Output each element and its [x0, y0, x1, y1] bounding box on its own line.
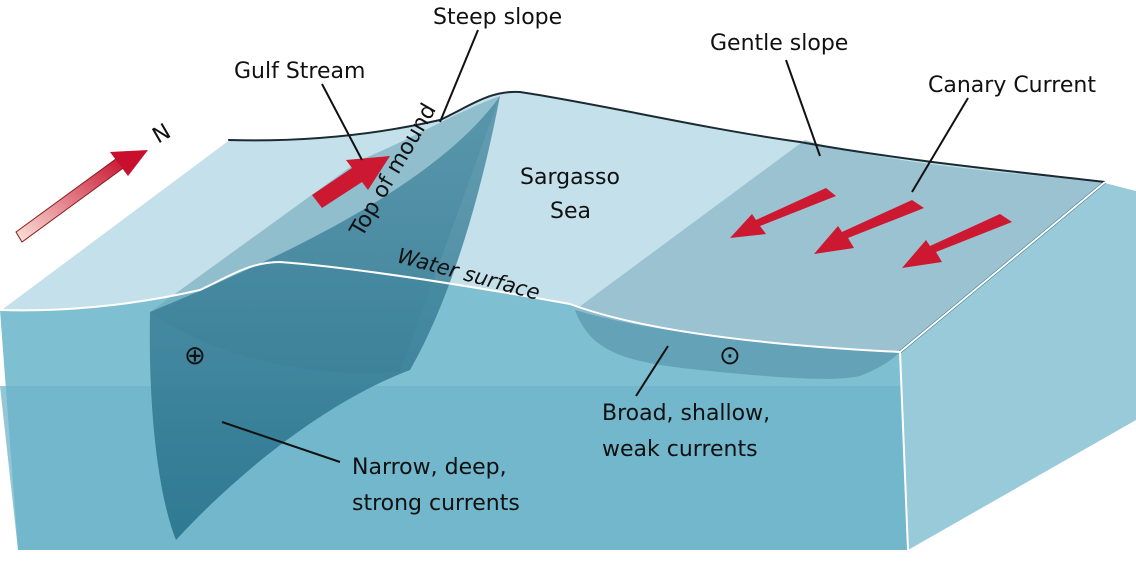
canary-arrow-3 — [902, 214, 1012, 268]
ocean-side-face — [900, 182, 1136, 550]
block-outline — [227, 90, 1106, 183]
north-label: N — [149, 119, 176, 149]
sargasso-label-line1: Sargasso — [520, 165, 620, 190]
out-of-page-symbol: ⊙ — [719, 341, 741, 371]
gulf-stream-arrow — [312, 156, 390, 208]
gentle-slope-leader — [785, 59, 821, 157]
narrow-currents-label-line1: Narrow, deep, — [352, 455, 507, 480]
steep-slope-label: Steep slope — [433, 5, 562, 30]
broad-currents-leader — [635, 345, 669, 397]
gulf-stream-label: Gulf Stream — [234, 59, 365, 84]
into-page-symbol: ⊕ — [184, 341, 206, 371]
narrow-currents-leader — [221, 421, 341, 463]
broad-currents-label-line1: Broad, shallow, — [602, 401, 770, 426]
block-edge-lines — [0, 139, 1136, 551]
gulf-stream-core — [149, 96, 500, 540]
canary-arrow-1 — [730, 188, 836, 238]
north-arrow-head — [110, 150, 148, 176]
water-surface-line — [0, 260, 901, 353]
sargasso-label-line2: Sea — [550, 199, 591, 224]
canary-current-arrows — [730, 188, 1012, 268]
gulf-stream-leader — [321, 83, 363, 161]
canary-current-cross-section — [575, 310, 900, 379]
broad-currents-label-line2: weak currents — [602, 437, 758, 462]
narrow-currents-label-line2: strong currents — [352, 491, 520, 516]
canary-current-leader — [911, 97, 969, 193]
canary-arrow-2 — [814, 200, 924, 254]
canary-current-label: Canary Current — [928, 73, 1096, 98]
steep-slope-leader — [439, 29, 479, 123]
gentle-slope-label: Gentle slope — [710, 31, 848, 56]
